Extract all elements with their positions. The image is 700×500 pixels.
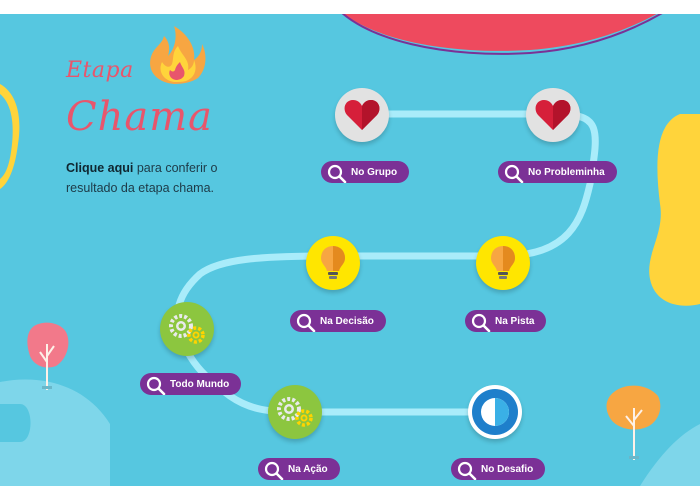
- search-icon: [146, 376, 166, 395]
- bottom-left-hill: [0, 379, 110, 486]
- gears-icon: [169, 314, 205, 344]
- intro-text: Clique aqui para conferir o resultado da…: [66, 158, 266, 198]
- top-red-blob: [341, 14, 663, 55]
- right-yellow-blob: [649, 114, 700, 306]
- heart-icon: [535, 100, 571, 130]
- node-no-grupo[interactable]: [335, 88, 389, 142]
- pill-na-acao[interactable]: Na Ação: [258, 458, 340, 480]
- pill-label: Na Decisão: [320, 315, 374, 327]
- pill-label: No Probleminha: [528, 166, 605, 178]
- bottom-right-hill: [640, 424, 700, 486]
- stage-subtitle: Etapa: [66, 58, 134, 83]
- search-icon: [457, 461, 477, 480]
- pill-todo-mundo[interactable]: Todo Mundo: [140, 373, 242, 395]
- pink-tree-icon: [27, 322, 69, 390]
- node-todo-mundo[interactable]: [160, 302, 214, 356]
- pill-no-desafio[interactable]: No Desafio: [451, 458, 546, 480]
- gears-icon: [277, 397, 313, 427]
- search-icon: [264, 461, 284, 480]
- pill-label: No Grupo: [351, 166, 398, 178]
- trail-path: [174, 110, 599, 416]
- pill-na-decisao[interactable]: Na Decisão: [290, 310, 386, 332]
- search-icon: [296, 313, 316, 332]
- left-yellow-blob: [0, 84, 20, 189]
- lightbulb-icon: [491, 246, 515, 279]
- node-na-pista[interactable]: [476, 236, 530, 290]
- node-na-decisao[interactable]: [306, 236, 360, 290]
- pill-label: Na Ação: [288, 463, 328, 475]
- pill-label: No Desafio: [481, 463, 534, 475]
- stage-canvas: Etapa Chama Clique aqui para conferir o …: [0, 14, 700, 486]
- pill-label: Na Pista: [495, 315, 535, 327]
- search-icon: [327, 164, 347, 183]
- node-na-acao[interactable]: [268, 385, 322, 439]
- flame-icon: [150, 26, 206, 84]
- intro-rest: para conferir o resultado da etapa chama…: [66, 161, 218, 195]
- intro-link[interactable]: Clique aqui: [66, 161, 134, 175]
- pill-no-probleminha[interactable]: No Probleminha: [498, 161, 617, 183]
- orange-tree-icon: [606, 385, 661, 460]
- search-icon: [504, 164, 524, 183]
- half-circle-icon: [472, 389, 518, 435]
- pill-na-pista[interactable]: Na Pista: [465, 310, 547, 332]
- stage-title: Chama: [66, 94, 213, 140]
- node-no-desafio[interactable]: [468, 385, 522, 439]
- pill-label: Todo Mundo: [170, 378, 230, 390]
- lightbulb-icon: [321, 246, 345, 279]
- node-no-probleminha[interactable]: [526, 88, 580, 142]
- pill-no-grupo[interactable]: No Grupo: [321, 161, 410, 183]
- heart-icon: [344, 100, 380, 130]
- search-icon: [471, 313, 491, 332]
